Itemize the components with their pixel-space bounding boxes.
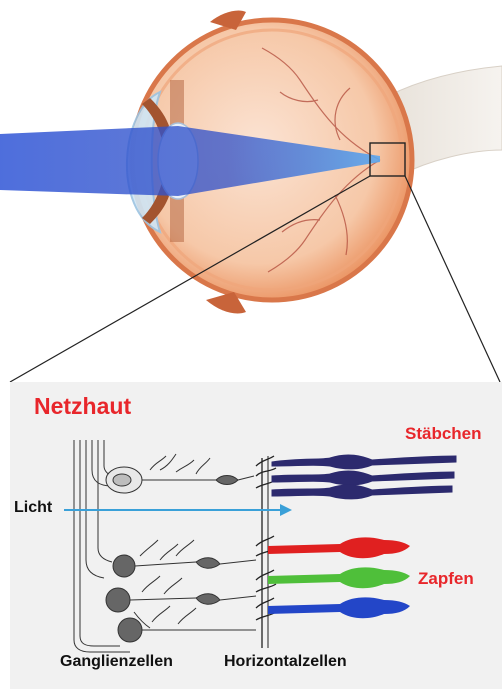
cones — [268, 537, 410, 618]
cones-label: Zapfen — [418, 569, 474, 589]
rods-label: Stäbchen — [405, 424, 482, 444]
horizontal-cells-label: Horizontalzellen — [224, 653, 347, 671]
panel-title: Netzhaut — [34, 393, 131, 420]
zoom-line-right — [405, 176, 500, 382]
rods — [272, 455, 456, 499]
eye-illustration — [0, 10, 502, 313]
ganglion-cells-label: Ganglienzellen — [60, 653, 173, 671]
light-label: Licht — [14, 499, 52, 517]
